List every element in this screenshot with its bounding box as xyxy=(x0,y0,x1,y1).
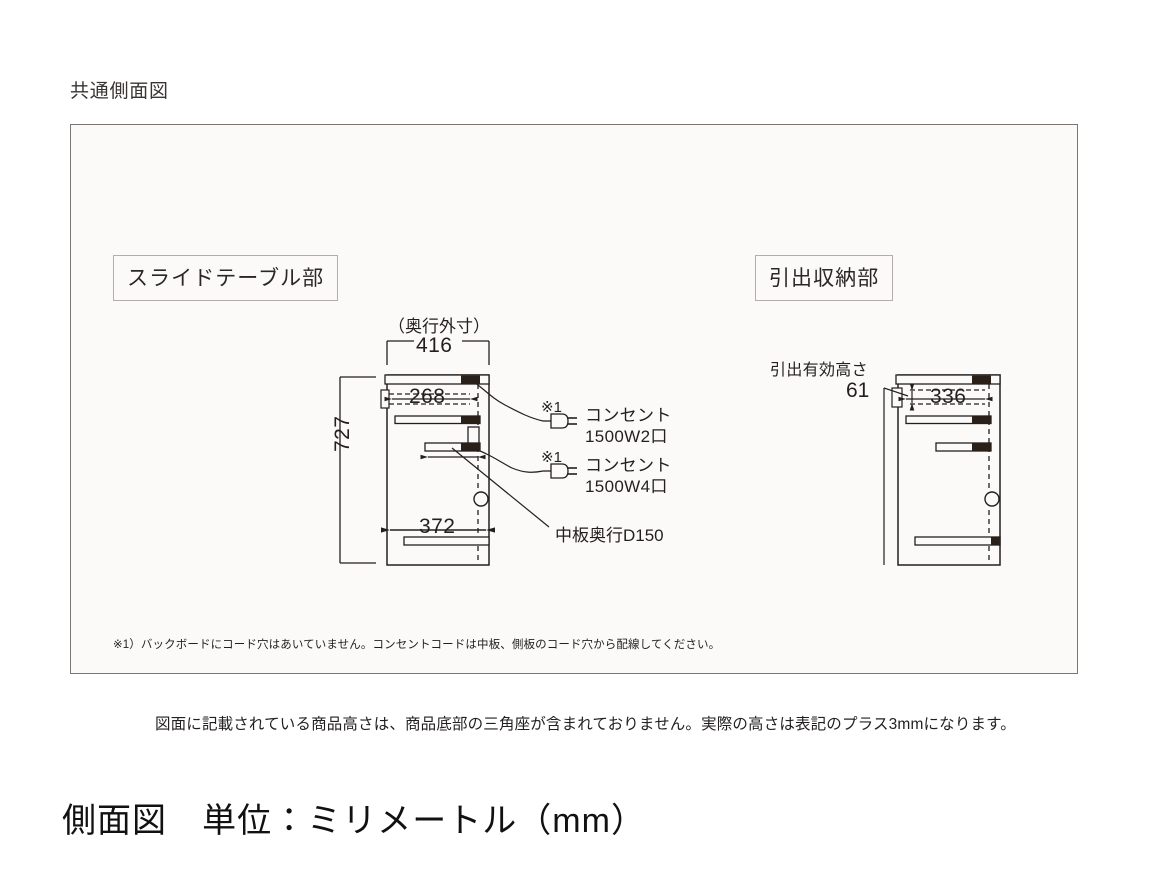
dimension-slide-table-depth: 268 xyxy=(409,385,446,408)
dimension-drawer-effective-height: 61 xyxy=(846,379,870,402)
label-drawer-effective-height: 引出有効高さ xyxy=(770,362,868,379)
drawing-frame xyxy=(70,124,1078,674)
annotation-outlet-1-line1: コンセント xyxy=(585,406,672,425)
footnote-mark-outlet-1: ※1 xyxy=(541,399,562,416)
panel-heading-slide-table: スライドテーブル部 xyxy=(113,255,339,301)
dimension-drawer-inner-depth: 336 xyxy=(930,385,967,408)
height-disclaimer-note: 図面に記載されている商品高さは、商品底部の三角座が含まれておりません。実際の高さ… xyxy=(155,716,1016,733)
annotation-outlet-2: コンセント 1500W4口 xyxy=(585,455,672,498)
dimension-total-height: 727 xyxy=(331,415,354,452)
annotation-outlet-1-line2: 1500W2口 xyxy=(585,427,668,447)
annotation-outlet-2-line1: コンセント xyxy=(585,456,672,475)
frame-footnote: ※1）バックボードにコード穴はあいていません。コンセントコードは中板、側板のコー… xyxy=(113,639,721,651)
bottom-heading-units: 側面図 単位：ミリメートル（mm） xyxy=(62,802,646,840)
footnote-mark-outlet-2: ※1 xyxy=(541,449,562,466)
label-outer-depth-caption: （奥行外寸） xyxy=(388,317,490,336)
dimension-outer-depth: 416 xyxy=(416,334,453,357)
page-title: 共通側面図 xyxy=(70,81,169,102)
dimension-bottom-depth: 372 xyxy=(419,515,456,538)
annotation-outlet-1: コンセント 1500W2口 xyxy=(585,405,672,448)
panel-heading-drawer-storage: 引出収納部 xyxy=(755,255,894,301)
annotation-middle-board-depth: 中板奥行D150 xyxy=(555,526,664,545)
annotation-outlet-2-line2: 1500W4口 xyxy=(585,477,668,497)
